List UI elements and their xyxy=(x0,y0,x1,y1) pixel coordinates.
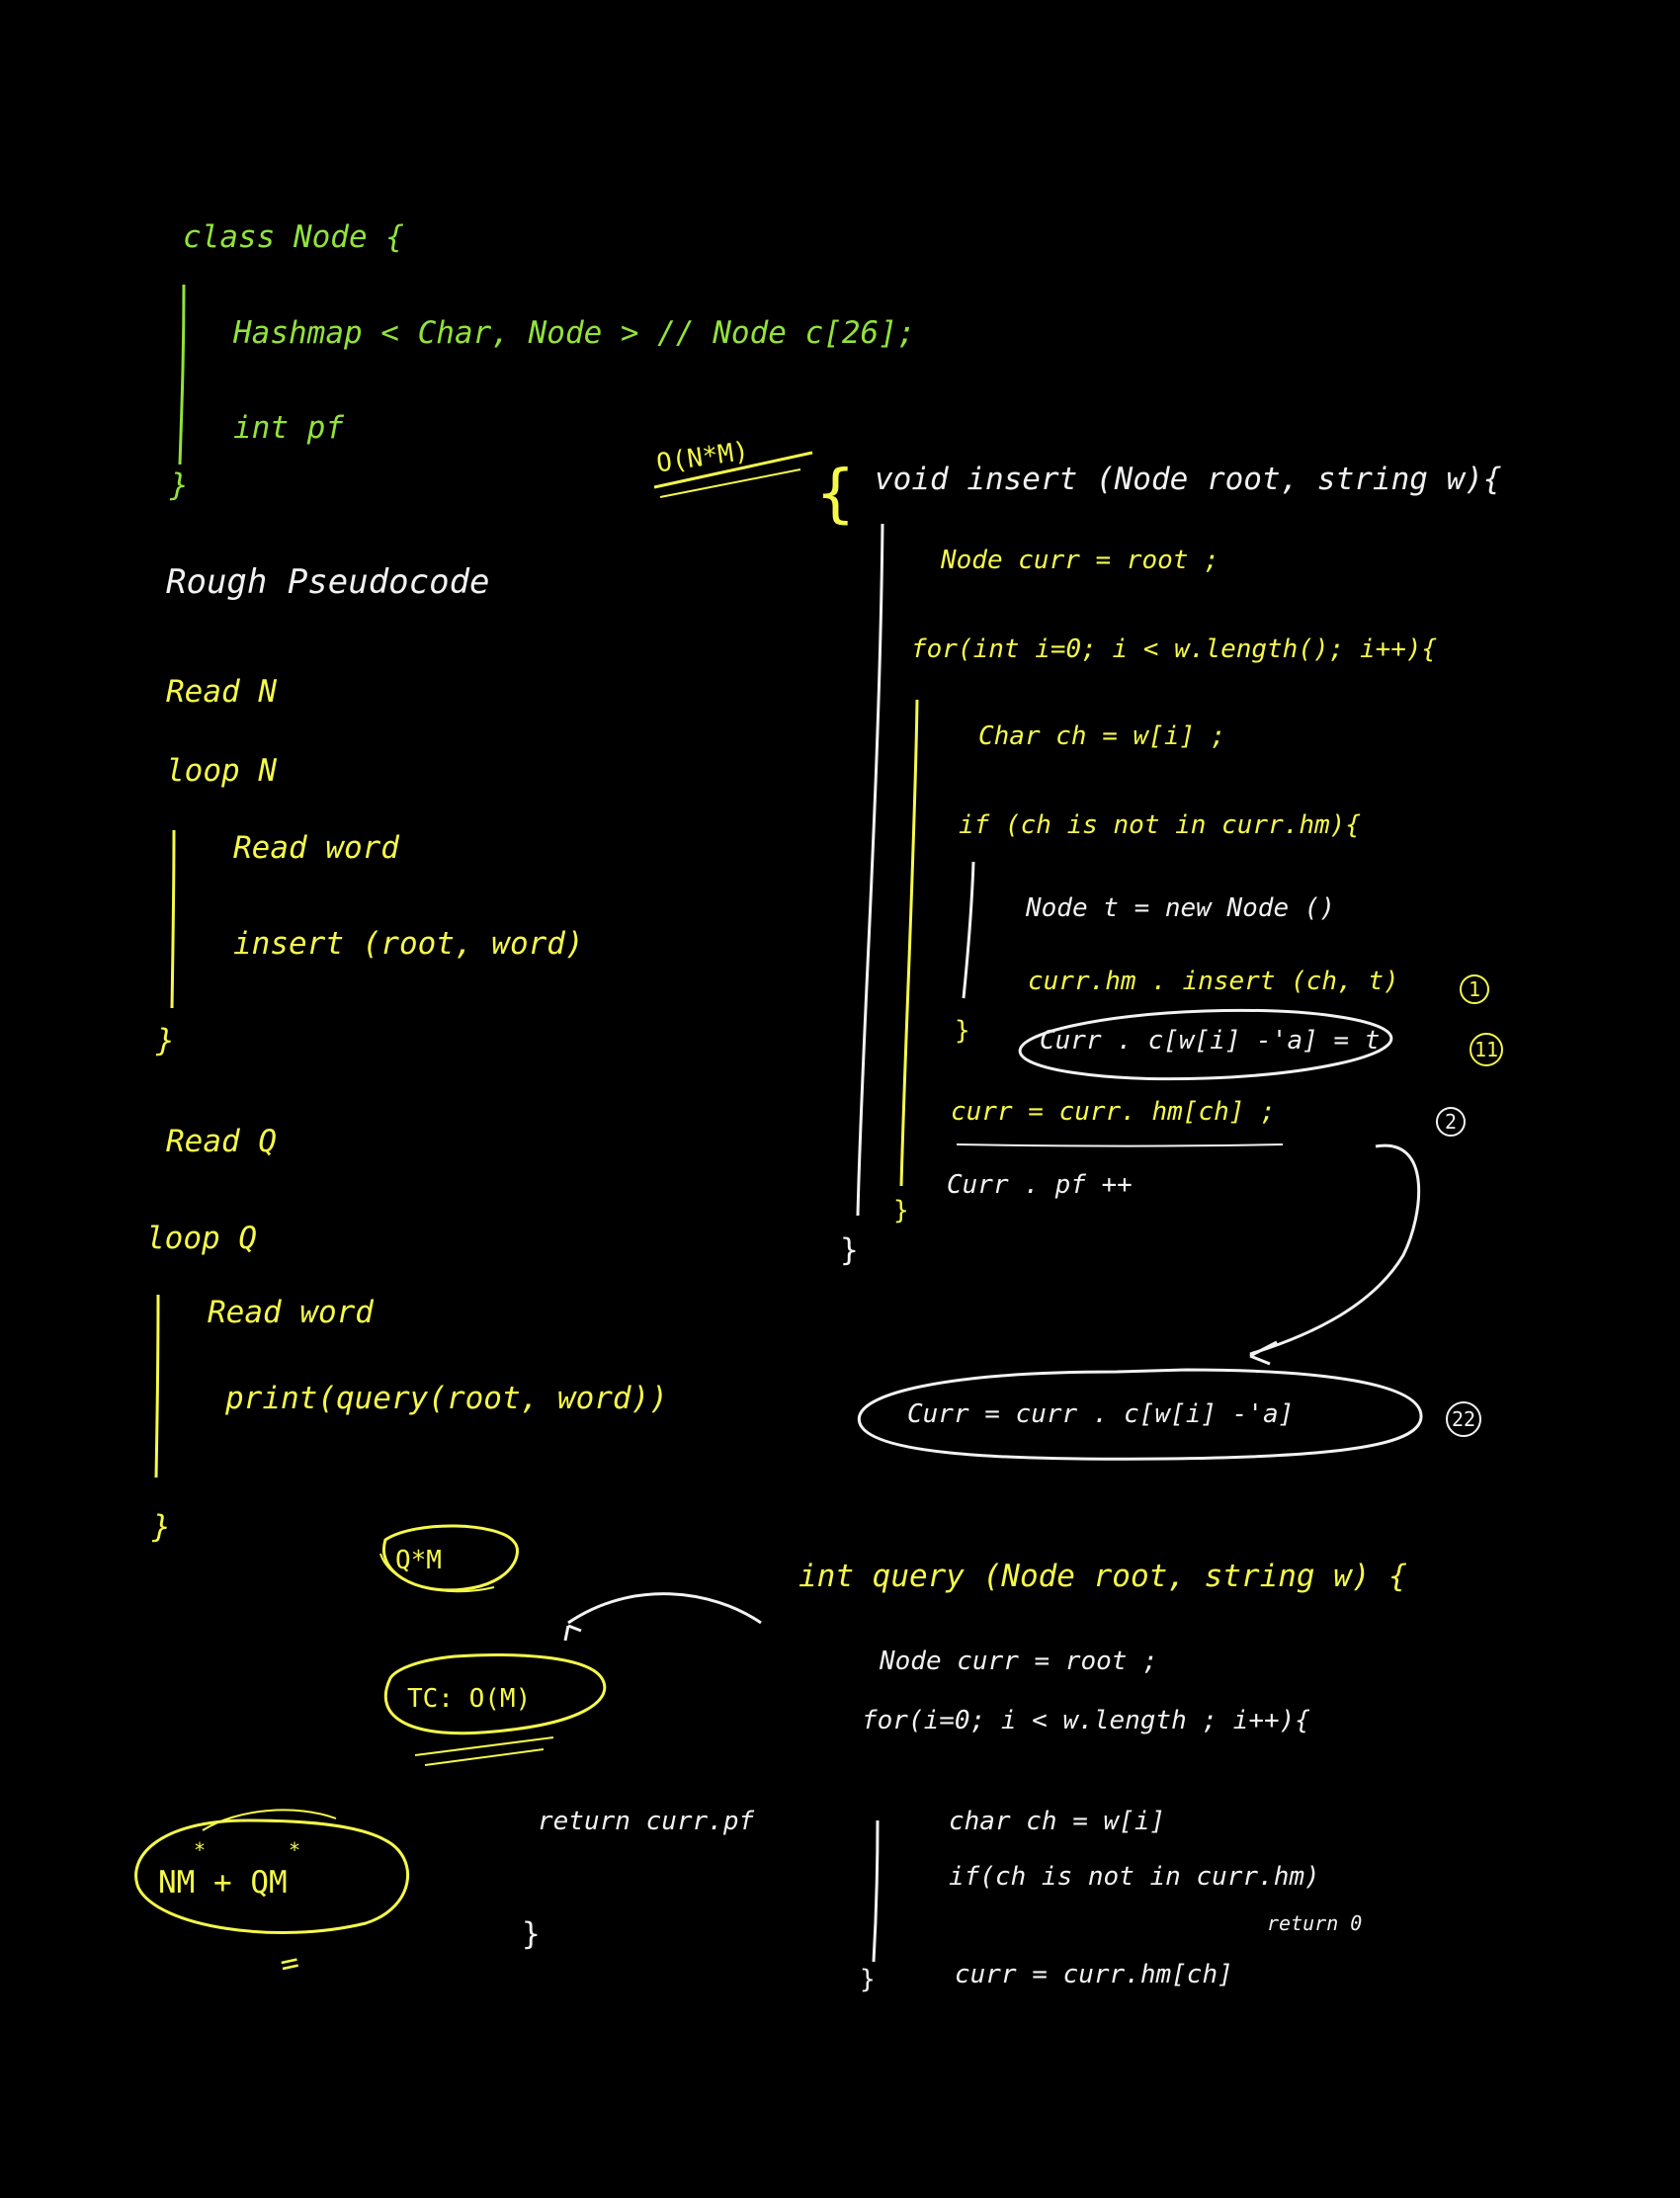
curr-assign-underline xyxy=(956,1143,1284,1147)
qm-oval-2 xyxy=(379,1553,495,1593)
query-complexity: Q*M xyxy=(395,1546,442,1575)
loop-n-bar xyxy=(170,829,176,1009)
tc-underline xyxy=(414,1736,554,1756)
total-oval xyxy=(134,1818,410,1934)
insert-for-close: } xyxy=(893,1196,909,1226)
insert-call-line: insert (root, word) xyxy=(233,926,584,962)
array-alt-ellipse xyxy=(1018,1008,1393,1081)
query-for-line: for(i=0; i < w.length ; i++){ xyxy=(862,1706,1310,1735)
loop-n-line: loop N xyxy=(166,753,277,789)
if-block-bar xyxy=(962,861,975,999)
insert-curr-assign-alt: Curr = curr . c[w[i] -'a] xyxy=(907,1399,1295,1429)
mark-11-circle xyxy=(1470,1033,1503,1066)
arrow-head xyxy=(1249,1340,1278,1366)
arrow-query-head xyxy=(563,1624,582,1642)
prefix-count-field: int pf xyxy=(233,410,344,446)
class-block-bar xyxy=(178,284,186,465)
query-signature: int query (Node root, string w) { xyxy=(798,1559,1407,1594)
insert-curr-init: Node curr = root ; xyxy=(941,546,1219,575)
query-return-pf: return curr.pf xyxy=(538,1807,755,1836)
complexity-underline-2 xyxy=(659,468,801,498)
star-mark-1: * xyxy=(194,1838,207,1862)
hashmap-field: Hashmap < Char, Node > // Node c[26]; xyxy=(233,315,916,351)
insert-hm-insert: curr.hm . insert (ch, t) xyxy=(1028,967,1399,996)
time-complexity: TC: O(M) xyxy=(407,1684,532,1714)
query-fn-close: } xyxy=(522,1916,541,1952)
query-curr-assign: curr = curr.hm[ch] xyxy=(955,1960,1233,1989)
mark-22: 22 xyxy=(1452,1407,1476,1431)
insert-for-line: for(int i=0; i < w.length(); i++){ xyxy=(911,634,1438,664)
tc-underline-2 xyxy=(424,1748,545,1766)
mark-2-circle xyxy=(1436,1107,1466,1137)
print-query-line: print(query(root, word)) xyxy=(225,1381,668,1416)
query-for-close: } xyxy=(860,1965,876,1994)
star-mark-2: * xyxy=(289,1838,301,1862)
insert-fn-close: } xyxy=(840,1232,859,1268)
arrow-query-to-tc xyxy=(567,1592,762,1625)
read-word-line: Read word xyxy=(233,830,399,866)
arrow-to-alt xyxy=(1249,1143,1421,1356)
query-if-line: if(ch is not in curr.hm) xyxy=(949,1862,1320,1892)
alt-ellipse xyxy=(857,1368,1423,1461)
class-declaration: class Node { xyxy=(183,219,404,255)
read-q-line: Read Q xyxy=(166,1124,277,1159)
query-return-zero: return 0 xyxy=(1267,1911,1363,1935)
insert-new-node: Node t = new Node () xyxy=(1026,893,1336,923)
read-word-line-2: Read word xyxy=(208,1295,374,1330)
insert-if-line: if (ch is not in curr.hm){ xyxy=(959,810,1361,840)
read-n-line: Read N xyxy=(166,674,277,710)
loop-n-close: } xyxy=(156,1023,175,1058)
total-oval-arc xyxy=(202,1809,337,1831)
loop-q-close: } xyxy=(152,1509,171,1545)
loop-q-line: loop Q xyxy=(146,1221,257,1256)
insert-signature: void insert (Node root, string w){ xyxy=(875,462,1502,497)
insert-char-line: Char ch = w[i] ; xyxy=(978,721,1226,751)
insert-fn-bar xyxy=(856,523,884,1217)
insert-array-alt: Curr . c[w[i] -'a] = t xyxy=(1040,1026,1381,1056)
query-char-line: char ch = w[i] xyxy=(949,1807,1166,1836)
mark-22-circle xyxy=(1446,1401,1481,1437)
for-loop-bar xyxy=(899,699,919,1187)
class-close-brace: } xyxy=(170,467,189,503)
pseudocode-heading: Rough Pseudocode xyxy=(166,562,490,602)
mark-11: 11 xyxy=(1474,1038,1499,1061)
insert-pf-increment: Curr . pf ++ xyxy=(947,1170,1133,1200)
insert-curr-assign: curr = curr. hm[ch] ; xyxy=(951,1097,1276,1127)
total-complexity: NM + QM xyxy=(158,1865,288,1901)
tc-oval xyxy=(383,1653,607,1735)
mark-1: 1 xyxy=(1469,977,1481,1001)
insert-open-brace: { xyxy=(816,458,855,531)
complexity-underline xyxy=(653,451,813,489)
loop-q-bar xyxy=(154,1294,160,1479)
query-curr-init: Node curr = root ; xyxy=(880,1647,1158,1676)
insert-if-close: } xyxy=(955,1016,970,1046)
mark-2: 2 xyxy=(1445,1110,1458,1134)
query-for-bar xyxy=(872,1819,880,1963)
mark-1-circle xyxy=(1460,974,1489,1004)
